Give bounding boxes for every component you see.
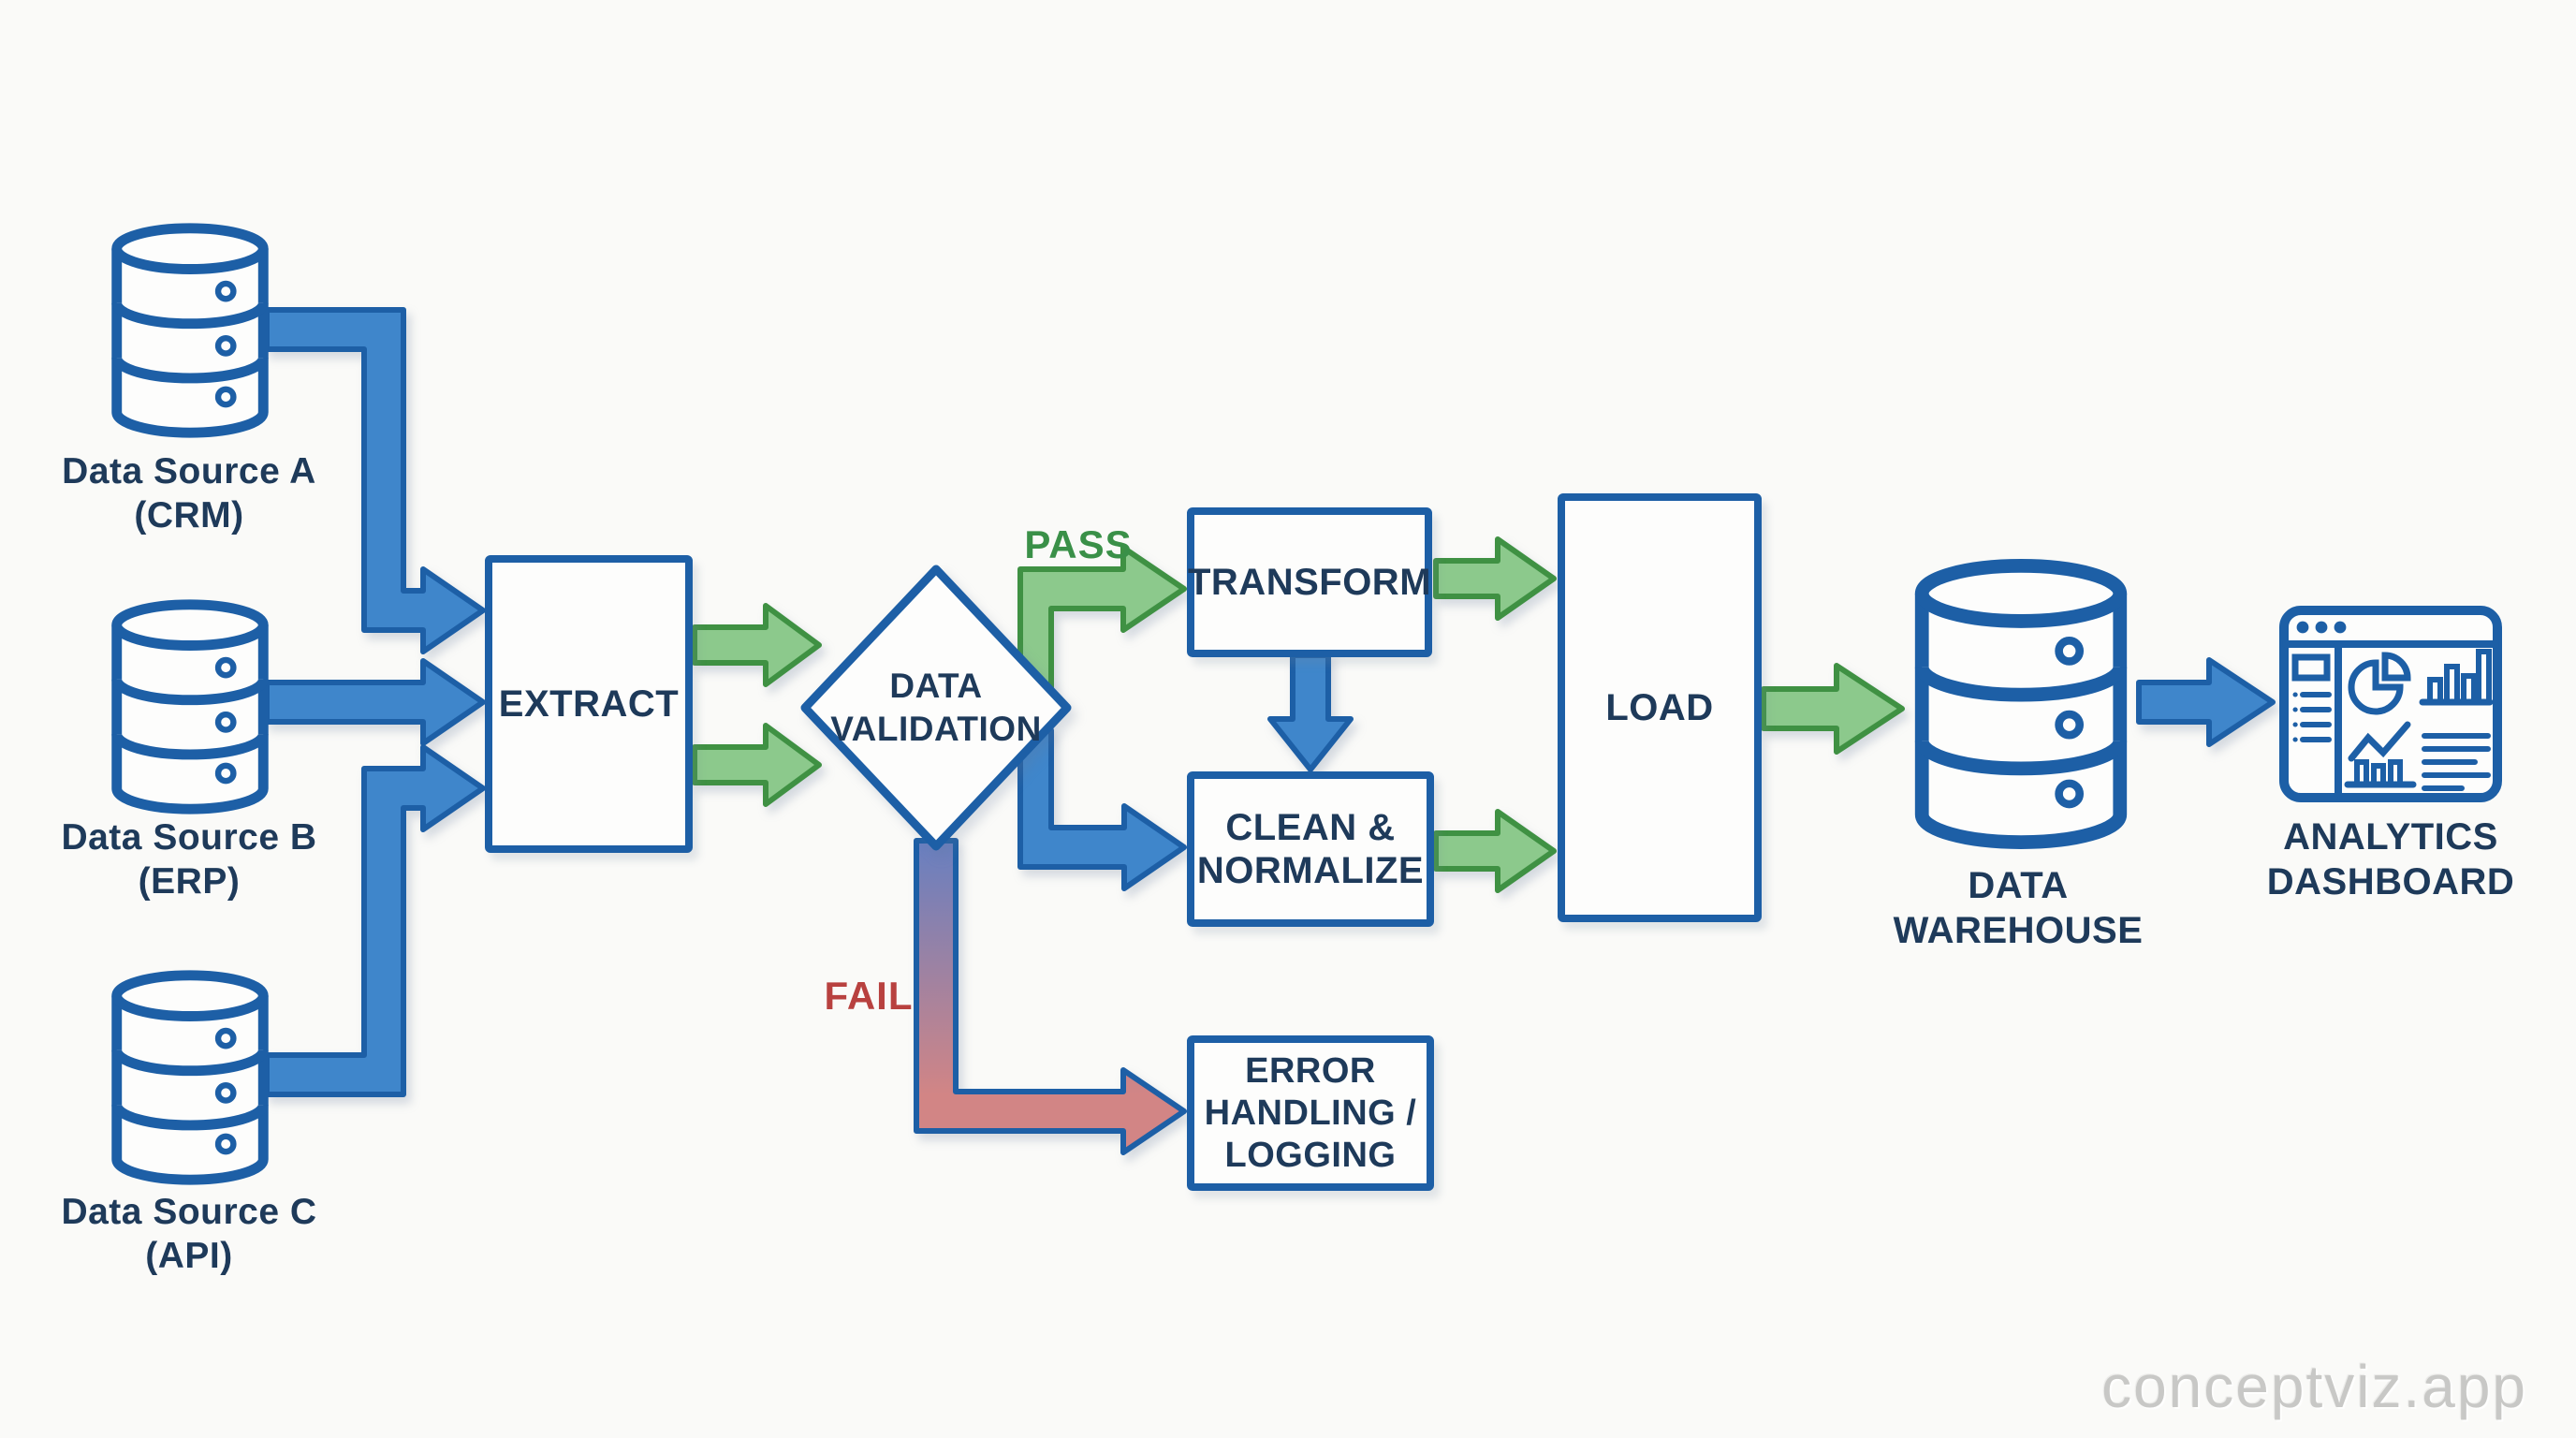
analytics-dashboard-label: ANALYTICS DASHBOARD [2213, 814, 2569, 904]
extract-box: EXTRACT [485, 555, 693, 853]
watermark: conceptviz.app [2101, 1353, 2527, 1420]
transform-label: TRANSFORM [1187, 562, 1432, 603]
source-b-label: Data Source B (ERP) [21, 815, 358, 903]
warehouse-label-line2: WAREHOUSE [1893, 910, 2144, 951]
source-a-label: Data Source A (CRM) [21, 449, 358, 537]
arrow-warehouse-to-dashboard [2136, 657, 2276, 747]
error-label-line1: ERROR [1245, 1050, 1376, 1091]
error-label-line3: LOGGING [1224, 1135, 1397, 1175]
arrow-extract-to-validation-bottom [692, 723, 822, 807]
error-handling-box: ERROR HANDLING / LOGGING [1187, 1035, 1434, 1191]
clean-normalize-box: CLEAN & NORMALIZE [1187, 771, 1434, 927]
arrow-pass-validation-to-transform [1017, 545, 1187, 691]
source-c-system: (API) [145, 1236, 233, 1276]
data-warehouse-icon [1906, 554, 2136, 854]
arrow-transform-to-load [1433, 536, 1557, 621]
analytics-dashboard-icon [2278, 605, 2503, 803]
validation-label: DATA VALIDATION [805, 665, 1067, 751]
clean-label-line1: CLEAN & [1225, 807, 1396, 848]
source-a-name: Data Source A [62, 451, 316, 492]
source-c-label: Data Source C (API) [21, 1190, 358, 1278]
source-c-database-icon [105, 970, 275, 1185]
arrow-extract-to-validation-top [692, 603, 822, 687]
arrow-fail-validation-to-error [914, 838, 1187, 1155]
source-b-database-icon [105, 599, 275, 814]
source-a-database-icon [105, 223, 275, 438]
validation-diamond [800, 565, 1072, 851]
warehouse-label-line1: DATA [1968, 865, 2069, 906]
arrow-clean-to-load [1433, 809, 1557, 893]
arrow-source-a-to-extract [264, 307, 486, 654]
validation-label-line1: DATA [889, 667, 983, 705]
validation-label-line2: VALIDATION [830, 710, 1042, 748]
data-warehouse-label: DATA WAREHOUSE [1840, 863, 2196, 953]
clean-label-line2: NORMALIZE [1196, 850, 1425, 891]
load-label: LOAD [1605, 687, 1714, 728]
load-box: LOAD [1558, 493, 1762, 922]
extract-label: EXTRACT [498, 683, 680, 725]
transform-box: TRANSFORM [1187, 507, 1432, 657]
source-b-system: (ERP) [138, 861, 241, 902]
source-b-name: Data Source B [61, 817, 317, 858]
arrow-source-c-to-extract [264, 744, 486, 1097]
pass-label: PASS [1024, 522, 1133, 566]
dashboard-label-line1: ANALYTICS [2283, 816, 2498, 858]
fail-label: FAIL [824, 974, 914, 1018]
arrow-source-b-to-extract [264, 658, 486, 746]
source-a-system: (CRM) [134, 495, 244, 536]
arrow-validation-to-clean [1017, 727, 1187, 891]
source-c-name: Data Source C [61, 1192, 317, 1232]
dashboard-label-line2: DASHBOARD [2266, 861, 2515, 902]
error-label-line2: HANDLING / [1204, 1093, 1417, 1133]
arrow-transform-to-clean [1267, 653, 1354, 772]
arrow-load-to-warehouse [1761, 663, 1905, 755]
